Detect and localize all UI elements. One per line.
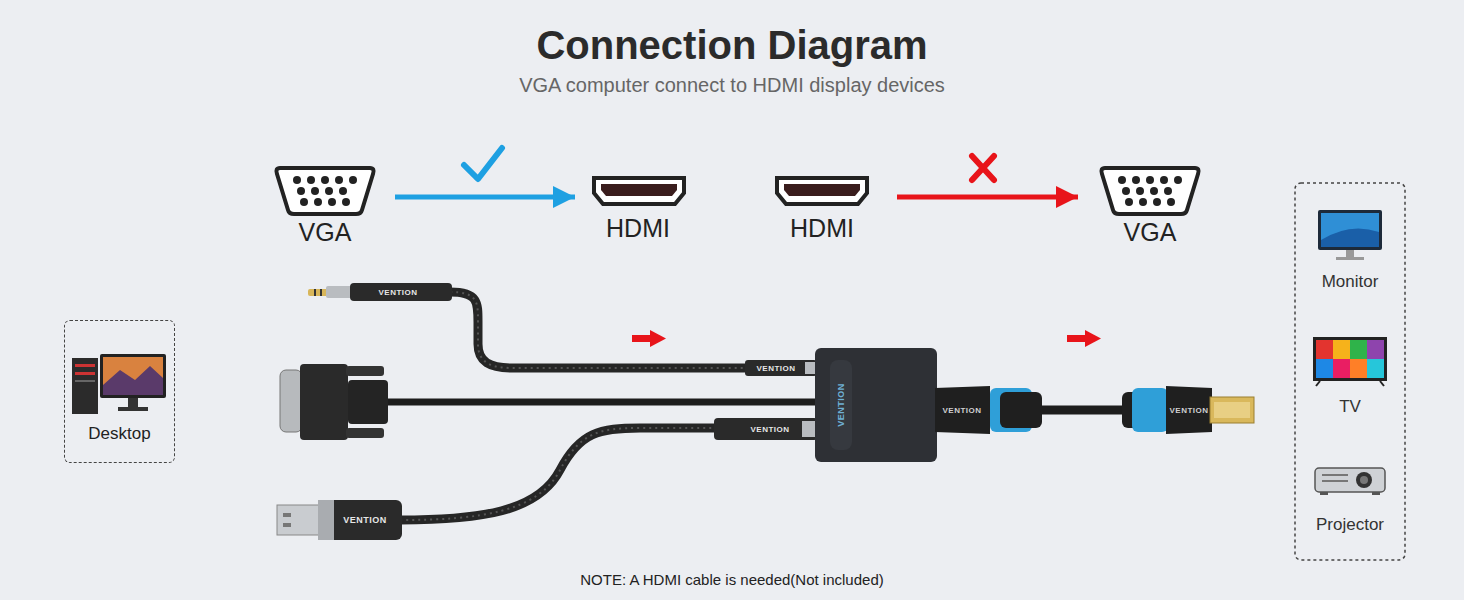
device-group-box xyxy=(1295,183,1405,560)
cross-mark xyxy=(972,156,994,180)
device-label: Projector xyxy=(1316,515,1384,535)
device-label: TV xyxy=(1339,397,1361,417)
node-label: HDMI xyxy=(790,214,854,243)
device-label: Monitor xyxy=(1322,272,1379,292)
vga-port-icon xyxy=(276,168,373,214)
device-box: Desktop xyxy=(64,320,175,463)
note-text: NOTE: A HDMI cable is needed(Not include… xyxy=(580,571,883,588)
brand-mark: VENTION xyxy=(756,364,795,373)
brand-mark: VENTION xyxy=(942,406,981,415)
flow-arrow xyxy=(395,195,575,200)
diagram-subtitle: VGA computer connect to HDMI display dev… xyxy=(519,74,945,97)
brand-mark: VENTION xyxy=(1169,406,1208,415)
port-label-box: VGA xyxy=(1078,160,1222,250)
brand-mark: VENTION xyxy=(836,383,846,427)
diagram-title: Connection Diagram xyxy=(536,23,927,68)
vga-port-icon xyxy=(1101,168,1198,214)
tv-icon xyxy=(1313,337,1387,386)
node-label: VGA xyxy=(1124,218,1177,247)
hdmi-port-icon xyxy=(594,178,684,204)
monitor-icon xyxy=(1318,210,1382,260)
brand-mark: VENTION xyxy=(378,288,417,297)
flow-arrow xyxy=(897,195,1078,200)
port-label-box: VGA xyxy=(255,160,395,250)
brand-mark: VENTION xyxy=(750,425,789,434)
desktop-icon xyxy=(72,354,166,414)
node-label: VGA xyxy=(299,218,352,247)
hdmi-port-icon xyxy=(777,178,867,204)
check-mark xyxy=(464,148,502,179)
port-label-box: HDMI xyxy=(747,160,897,250)
node-label: Desktop xyxy=(88,424,150,444)
adapter-cable xyxy=(277,283,1254,540)
brand-mark: VENTION xyxy=(343,515,387,525)
flow-arrow xyxy=(632,330,1101,347)
node-label: HDMI xyxy=(606,214,670,243)
port-label-box: HDMI xyxy=(575,160,701,250)
projector-icon xyxy=(1315,468,1385,495)
